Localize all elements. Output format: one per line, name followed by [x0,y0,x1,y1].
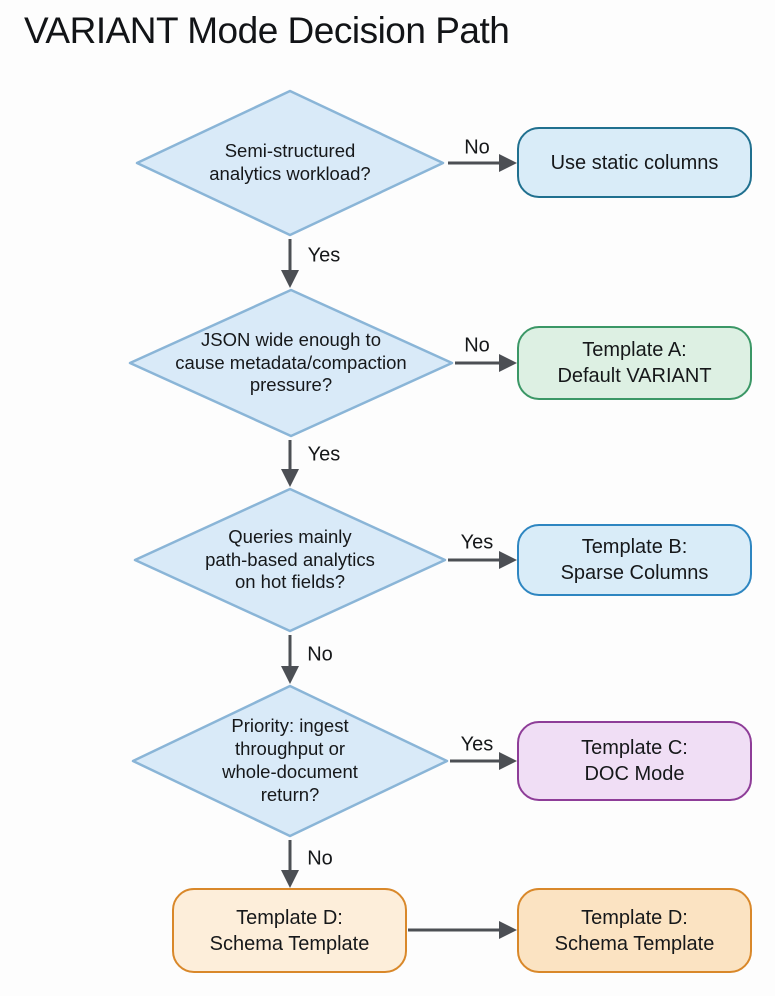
decision-text-line: analytics workload? [209,163,371,184]
decision-text: Semi-structured analytics workload? [134,89,446,237]
edge-label-yes: Yes [460,733,494,756]
result-template-d: Template D: Schema Template [172,888,407,973]
arrowhead-icon [499,752,517,770]
result-template-d-final: Template D: Schema Template [517,888,752,973]
decision-json-wide: JSON wide enough to cause metadata/compa… [127,288,455,438]
edge-priority-to-template-d [281,840,299,888]
decision-text-line: on hot fields? [234,571,346,593]
arrowhead-icon [499,354,517,372]
decision-text-line: pressure? [249,374,333,396]
edge-path-based-to-priority [281,635,299,684]
edge-template-d-to-template-d-final [408,921,517,939]
result-text-line: Template D: [581,906,688,929]
result-text-line: DOC Mode [584,763,685,785]
decision-text: Priority: ingest throughput or whole-doc… [130,684,450,838]
diamond-shape-icon [133,487,447,633]
page-title: VARIANT Mode Decision Path [24,10,510,51]
arrowhead-icon [499,154,517,172]
result-text-line: Template D: [236,906,343,929]
edge-label-yes: Yes [307,443,341,466]
diamond-shape-icon [135,89,445,237]
result-text-line: Schema Template [209,932,370,955]
arrowhead-icon [281,270,299,288]
decision-text-line: return? [260,783,320,805]
decision-text-line: throughput or [234,738,346,760]
result-text-line: Default VARIANT [557,365,712,387]
result-text-line: Schema Template [554,932,715,955]
arrowhead-icon [281,870,299,888]
decision-semi-structured: Semi-structured analytics workload? [134,89,446,237]
diamond-shape-icon [131,684,449,838]
result-text-line: Sparse Columns [560,562,709,584]
edge-label-no: No [307,847,333,870]
result-text-line: Template B: [581,536,688,558]
arrowhead-icon [281,469,299,487]
result-text-line: Use static columns [550,151,719,174]
decision-path-based: Queries mainly path-based analytics on h… [132,487,448,633]
result-text-line: Template A: [582,339,687,361]
diamond-shape-icon [128,288,454,438]
edge-label-yes: Yes [460,531,494,554]
arrowhead-icon [499,551,517,569]
result-use-static-columns: Use static columns [517,127,752,198]
decision-text-line: whole-document [222,761,358,782]
decision-priority: Priority: ingest throughput or whole-doc… [130,684,450,838]
decision-text-line: JSON wide enough to [201,328,381,350]
decision-text-line: Semi-structured [224,140,356,162]
result-template-c: Template C: DOC Mode [517,721,752,801]
edge-label-no: No [464,334,490,357]
decision-text-line: Queries mainly [228,525,352,547]
result-template-a: Template A: Default VARIANT [517,326,752,400]
result-template-b: Template B: Sparse Columns [517,524,752,596]
decision-text-line: Priority: ingest [231,715,349,737]
edge-json-wide-to-path-based [281,440,299,487]
edge-label-no: No [307,643,333,666]
arrowhead-icon [281,666,299,684]
edge-semi-structured-to-json-wide [281,239,299,288]
result-text-line: Template C: [581,737,688,759]
arrowhead-icon [499,921,517,939]
decision-text-line: cause metadata/compaction [175,351,407,373]
edge-label-no: No [464,136,490,159]
decision-text: JSON wide enough to cause metadata/compa… [127,288,455,438]
edge-label-yes: Yes [307,244,341,267]
decision-text-line: path-based analytics [205,548,375,570]
decision-text: Queries mainly path-based analytics on h… [132,487,448,633]
